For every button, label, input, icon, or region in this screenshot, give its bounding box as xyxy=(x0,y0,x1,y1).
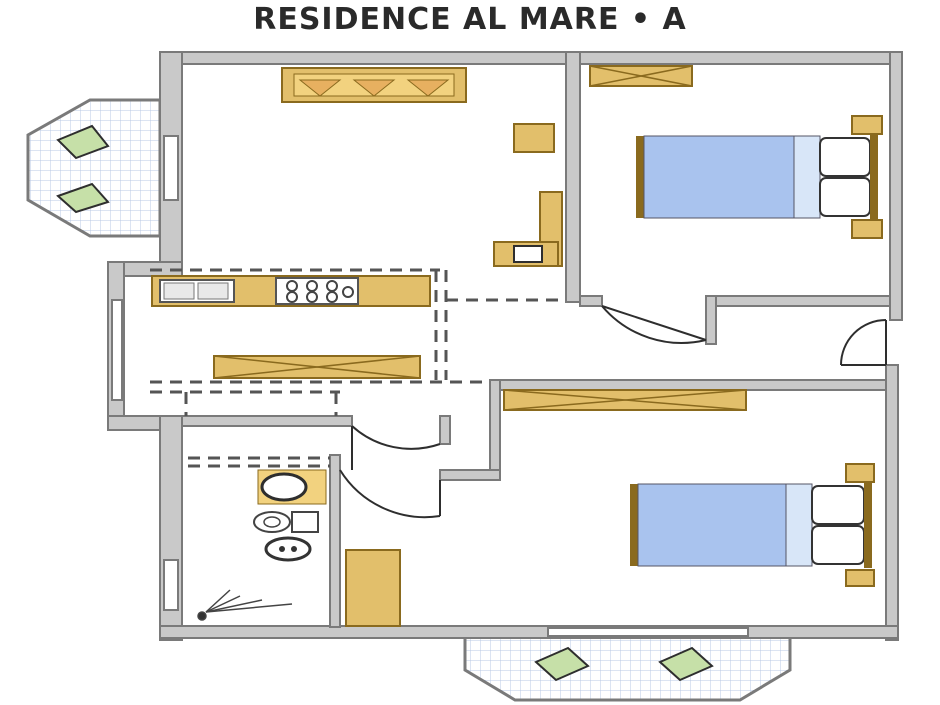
side-table xyxy=(513,123,555,153)
shower-icon xyxy=(197,589,293,621)
plan-title: RESIDENCE AL MARE • A xyxy=(253,2,687,37)
wardrobe-hall xyxy=(213,355,421,379)
partition-lines xyxy=(150,268,566,468)
bed-icon xyxy=(636,115,883,239)
chair-icon xyxy=(56,124,110,214)
sofa-icon xyxy=(281,67,467,103)
door-bathroom-1 xyxy=(351,425,441,450)
stove-icon xyxy=(275,277,359,305)
sink-icon xyxy=(159,279,235,303)
bidet-icon xyxy=(264,536,312,562)
walls xyxy=(107,51,903,641)
wardrobe-bedroom-1 xyxy=(589,65,693,87)
bed-icon xyxy=(630,463,875,587)
toilet-icon xyxy=(253,511,319,533)
chair-icon xyxy=(534,646,714,682)
washbasin-icon xyxy=(257,469,327,505)
tv-icon xyxy=(493,241,559,267)
wardrobe-bedroom-2 xyxy=(503,389,747,411)
balcony-west xyxy=(26,98,162,238)
doors xyxy=(339,305,887,519)
door-bathroom-2 xyxy=(339,469,441,519)
dresser xyxy=(345,549,401,627)
balcony-south xyxy=(463,630,792,702)
door-bedroom-1 xyxy=(601,305,707,341)
windows xyxy=(111,135,749,637)
kitchen-counter xyxy=(151,275,431,307)
